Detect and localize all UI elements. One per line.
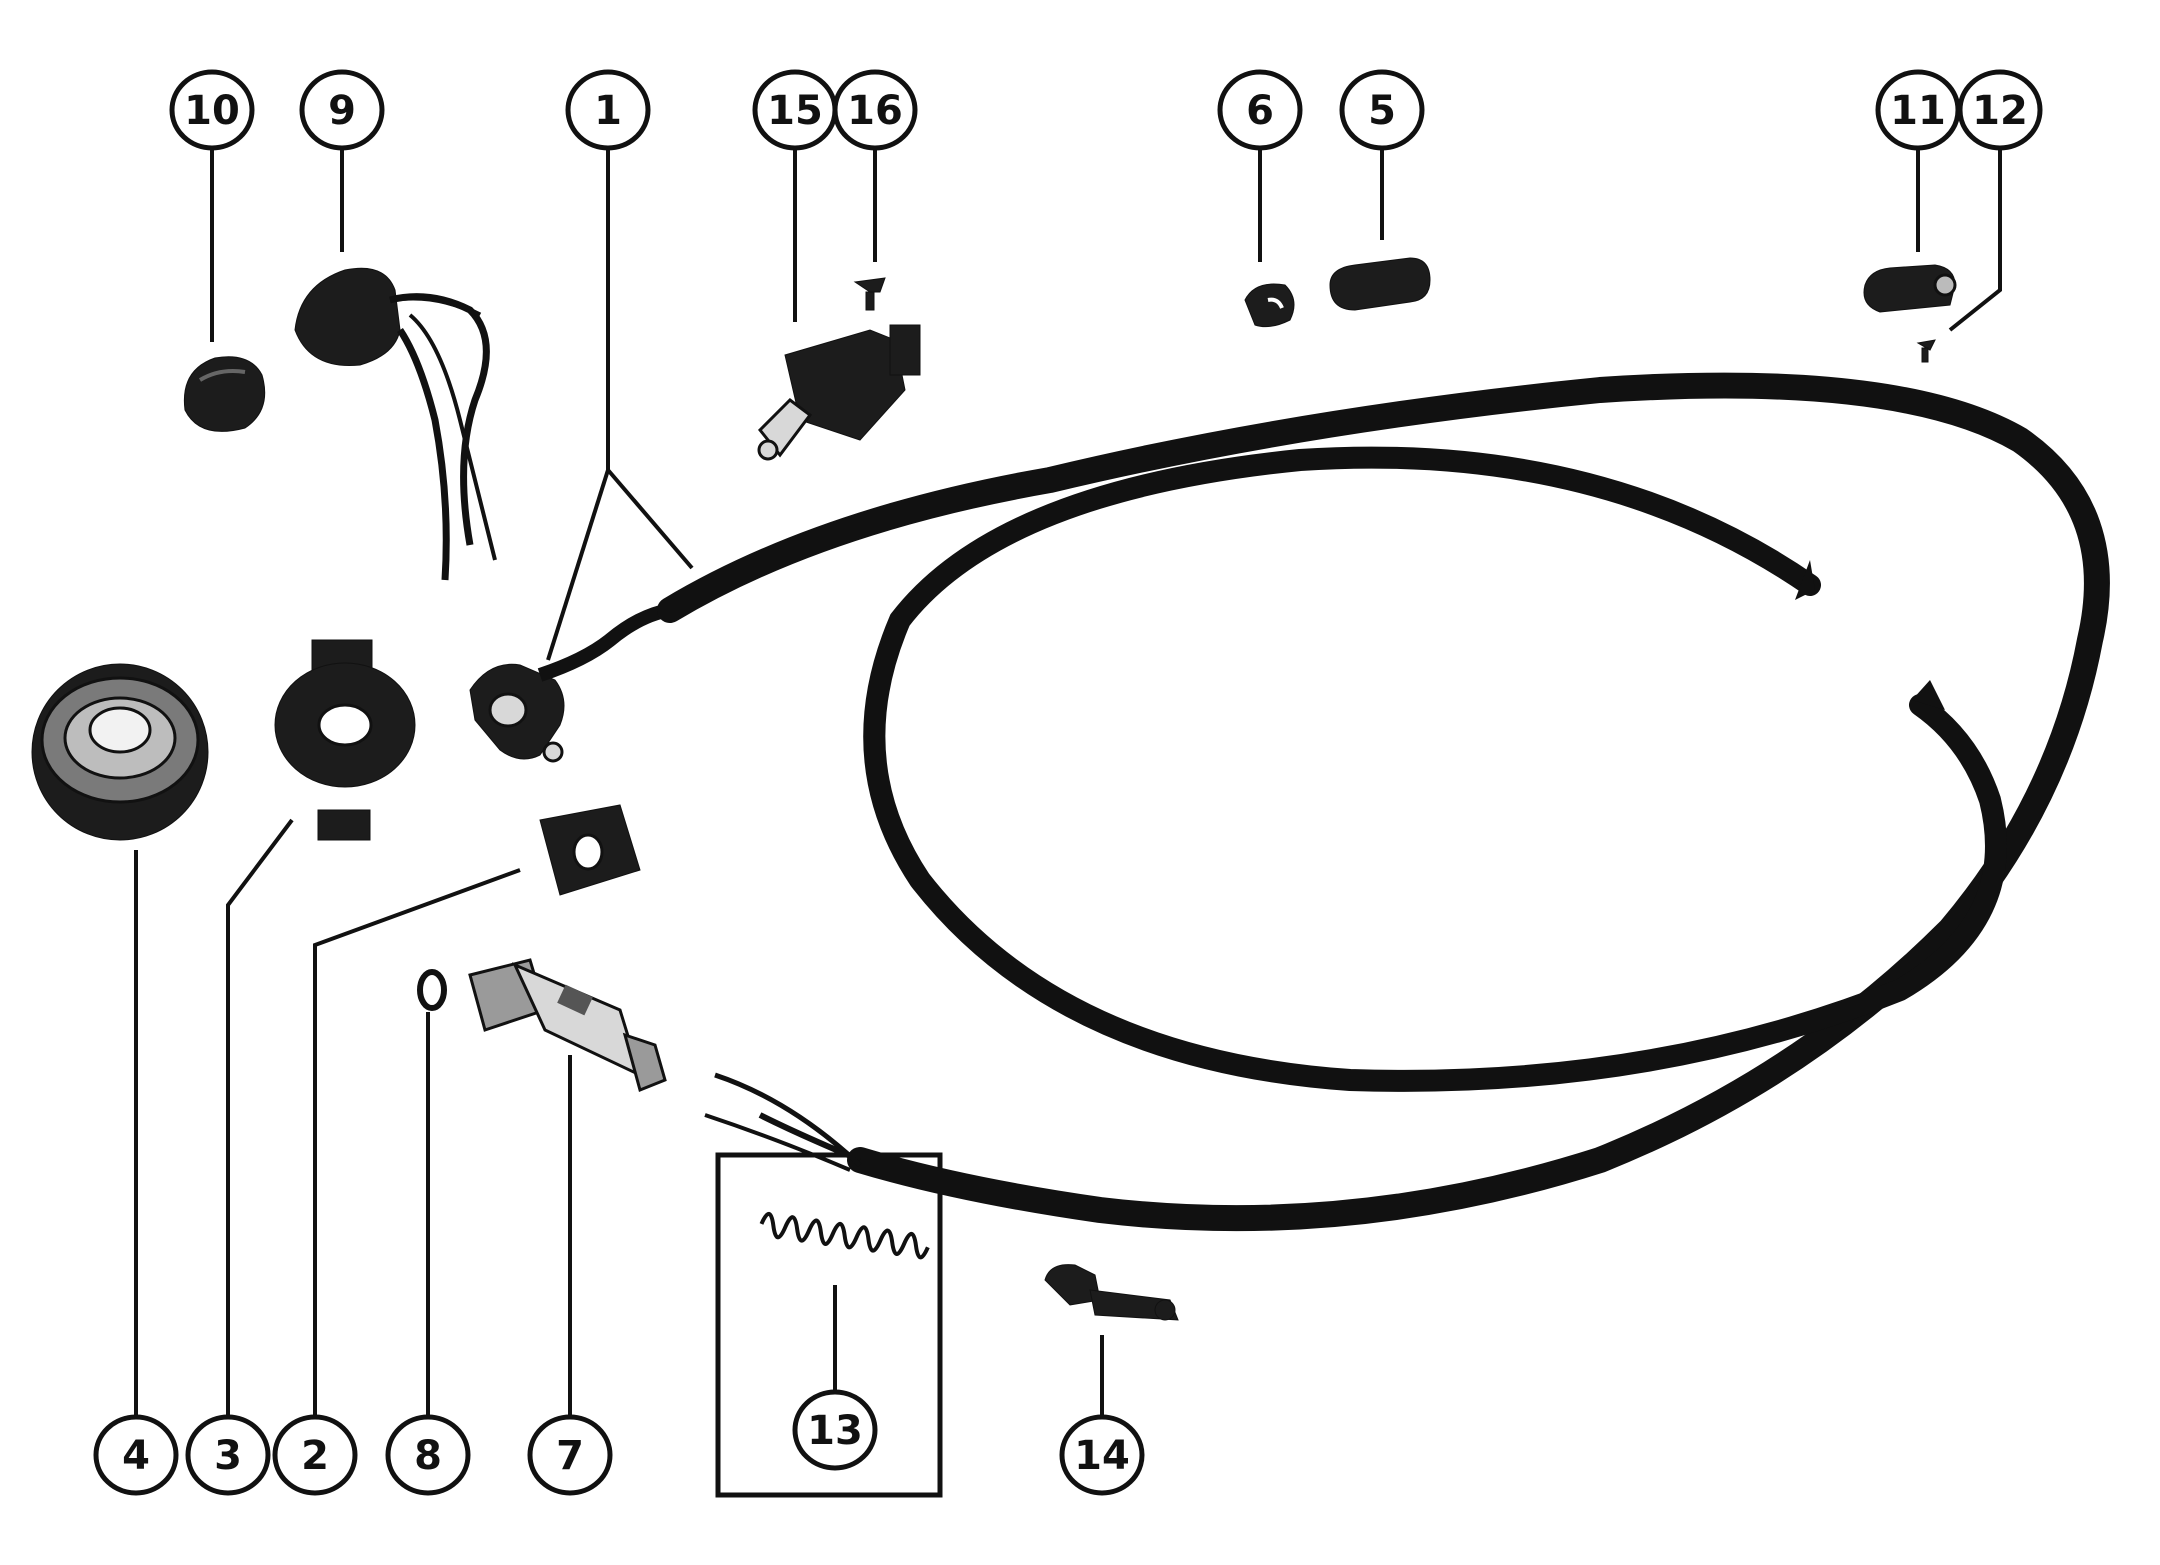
callout-10: 10 bbox=[169, 69, 255, 151]
svg-text:3: 3 bbox=[214, 1433, 242, 1479]
part-14-fitting bbox=[1044, 1264, 1179, 1321]
part-1-cable-loop bbox=[657, 372, 2110, 1232]
svg-text:16: 16 bbox=[847, 88, 903, 134]
callout-4: 4 bbox=[93, 1414, 179, 1496]
callout-3: 3 bbox=[185, 1414, 271, 1496]
part-6-clip bbox=[1244, 283, 1295, 328]
callout-1: 1 bbox=[565, 69, 651, 151]
svg-text:1: 1 bbox=[594, 88, 622, 134]
part-16-screw bbox=[853, 277, 886, 311]
leader-12 bbox=[1948, 145, 2002, 332]
callout-12: 12 bbox=[1957, 69, 2043, 151]
callout-16: 16 bbox=[832, 69, 918, 151]
svg-text:4: 4 bbox=[122, 1433, 150, 1479]
svg-text:7: 7 bbox=[556, 1433, 584, 1479]
svg-text:12: 12 bbox=[1972, 88, 2028, 134]
svg-text:13: 13 bbox=[807, 1408, 863, 1454]
callout-9: 9 bbox=[299, 69, 385, 151]
callout-13: 13 bbox=[792, 1389, 878, 1471]
part-5-sleeve bbox=[1329, 257, 1431, 311]
callout-7: 7 bbox=[527, 1414, 613, 1496]
part-10-cap bbox=[183, 356, 266, 432]
leader-3 bbox=[226, 818, 294, 1420]
part-1-lamp-socket bbox=[469, 603, 672, 763]
callout-6: 6 bbox=[1217, 69, 1303, 151]
callout-5: 5 bbox=[1339, 69, 1425, 151]
leader-1b bbox=[546, 469, 610, 661]
part-7-connector bbox=[468, 958, 667, 1093]
part-12-screw bbox=[1916, 339, 1936, 363]
part-8-o-ring bbox=[417, 969, 447, 1011]
svg-text:10: 10 bbox=[184, 88, 240, 134]
leader-1c bbox=[606, 468, 694, 570]
svg-text:8: 8 bbox=[414, 1433, 442, 1479]
part-4-bezel bbox=[31, 663, 209, 841]
part-11-knob bbox=[1863, 264, 1957, 313]
svg-text:9: 9 bbox=[328, 88, 356, 134]
callout-15: 15 bbox=[752, 69, 838, 151]
svg-text:11: 11 bbox=[1890, 88, 1946, 134]
part-2-plate bbox=[539, 804, 641, 896]
callout-2: 2 bbox=[272, 1414, 358, 1496]
callout-14: 14 bbox=[1059, 1414, 1145, 1496]
svg-text:2: 2 bbox=[301, 1433, 329, 1479]
callout-11: 11 bbox=[1875, 69, 1961, 151]
part-13-spring-box bbox=[715, 1152, 943, 1498]
callout-8: 8 bbox=[385, 1414, 471, 1496]
svg-text:6: 6 bbox=[1246, 88, 1274, 134]
part-15-switch bbox=[757, 324, 921, 461]
svg-text:14: 14 bbox=[1074, 1433, 1130, 1479]
leader-2 bbox=[313, 868, 521, 1420]
part-9-boot-with-wires bbox=[294, 267, 497, 581]
part-3-gasket bbox=[274, 639, 416, 841]
svg-text:5: 5 bbox=[1368, 88, 1396, 134]
svg-text:15: 15 bbox=[767, 88, 823, 134]
